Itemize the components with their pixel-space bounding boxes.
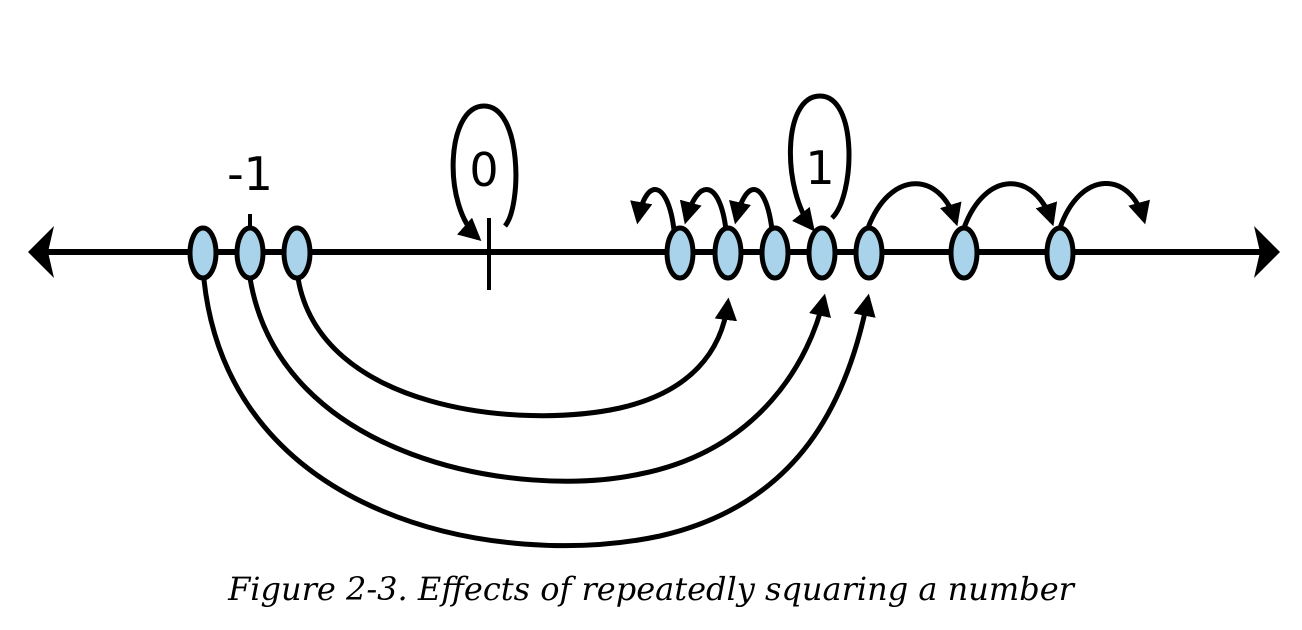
points xyxy=(187,225,1076,281)
point-p4 xyxy=(664,225,696,281)
arc-p3-p5 xyxy=(295,277,738,419)
negative-arcs xyxy=(201,277,876,549)
hop-p9-p10 xyxy=(961,181,1058,229)
arc-p2-p7 xyxy=(247,277,831,484)
point-p3 xyxy=(281,225,313,281)
label-neg-one: -1 xyxy=(227,147,273,201)
hop-p6-p5 xyxy=(729,187,775,231)
self-loop-one xyxy=(788,93,852,232)
left-arrowhead xyxy=(28,226,54,278)
hop-p8-p9 xyxy=(865,181,962,229)
point-p7 xyxy=(806,225,838,281)
point-p8 xyxy=(853,225,885,281)
arc-p1-p8 xyxy=(201,279,876,549)
number-line-diagram: -1 0 1 xyxy=(28,93,1280,549)
inner-hops xyxy=(630,187,775,231)
point-p6 xyxy=(759,225,791,281)
figure-caption: Figure 2-3. Effects of repeatedly squari… xyxy=(228,570,1074,608)
right-arrowhead xyxy=(1254,226,1280,278)
hop-p10-right xyxy=(1057,181,1150,229)
hop-p5-p4 xyxy=(679,187,729,231)
point-p10 xyxy=(1044,225,1076,281)
point-p5 xyxy=(712,225,744,281)
point-p9 xyxy=(948,225,980,281)
hop-p4-left xyxy=(630,187,677,231)
self-loop-zero xyxy=(450,103,519,241)
point-p1 xyxy=(187,225,219,281)
label-zero: 0 xyxy=(469,143,498,197)
label-one: 1 xyxy=(805,141,834,195)
outer-hops xyxy=(865,181,1150,229)
point-p2 xyxy=(234,225,266,281)
